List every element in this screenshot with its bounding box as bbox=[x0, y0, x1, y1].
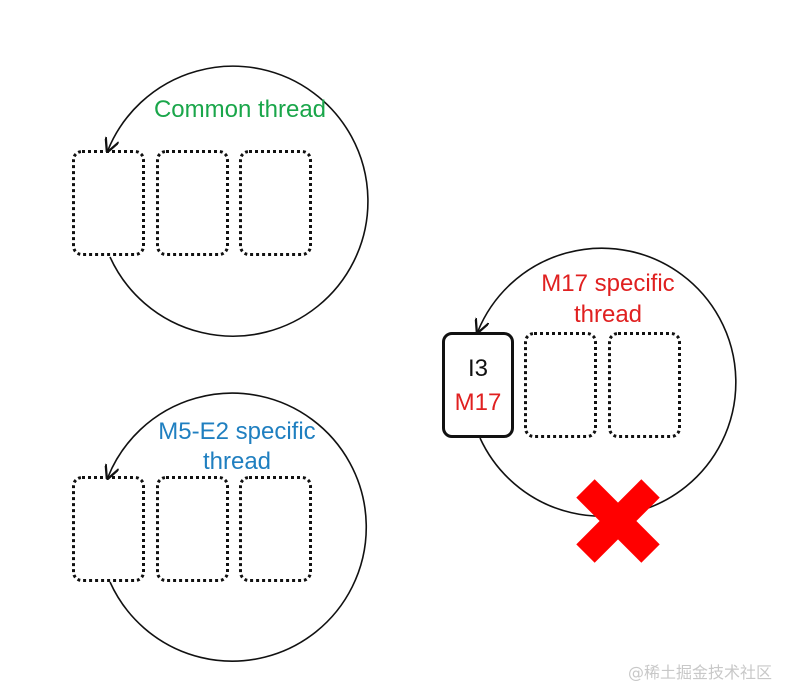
m17-slot-3 bbox=[608, 332, 681, 438]
m5e2-slot-3 bbox=[239, 476, 312, 582]
m17-task-i3: I3 M17 bbox=[442, 332, 514, 438]
m5e2-slot-2 bbox=[156, 476, 229, 582]
common-slot-2 bbox=[156, 150, 229, 256]
m5e2-thread-title-line1: M5-E2 specific bbox=[158, 418, 316, 445]
m5e2-thread-title-line2: thread bbox=[202, 448, 272, 475]
common-thread-title: Common thread bbox=[153, 96, 327, 123]
watermark: @稀土掘金技术社区 bbox=[627, 663, 772, 682]
m17-thread-loop bbox=[478, 247, 737, 517]
red-x-cross-icon bbox=[576, 479, 660, 563]
m17-thread-title-line1: M17 specific bbox=[541, 270, 675, 297]
common-slot-1 bbox=[72, 150, 145, 256]
m17-slot-2 bbox=[524, 332, 597, 438]
common-thread-loop bbox=[108, 65, 369, 337]
m17-task-owner: M17 bbox=[454, 389, 502, 416]
m5e2-thread-loop bbox=[108, 392, 368, 662]
m17-thread-title-line2: thread bbox=[573, 301, 643, 328]
m5e2-slot-1 bbox=[72, 476, 145, 582]
common-slot-3 bbox=[239, 150, 312, 256]
red-x-bar-2 bbox=[576, 479, 660, 563]
m17-task-name: I3 bbox=[467, 355, 488, 382]
